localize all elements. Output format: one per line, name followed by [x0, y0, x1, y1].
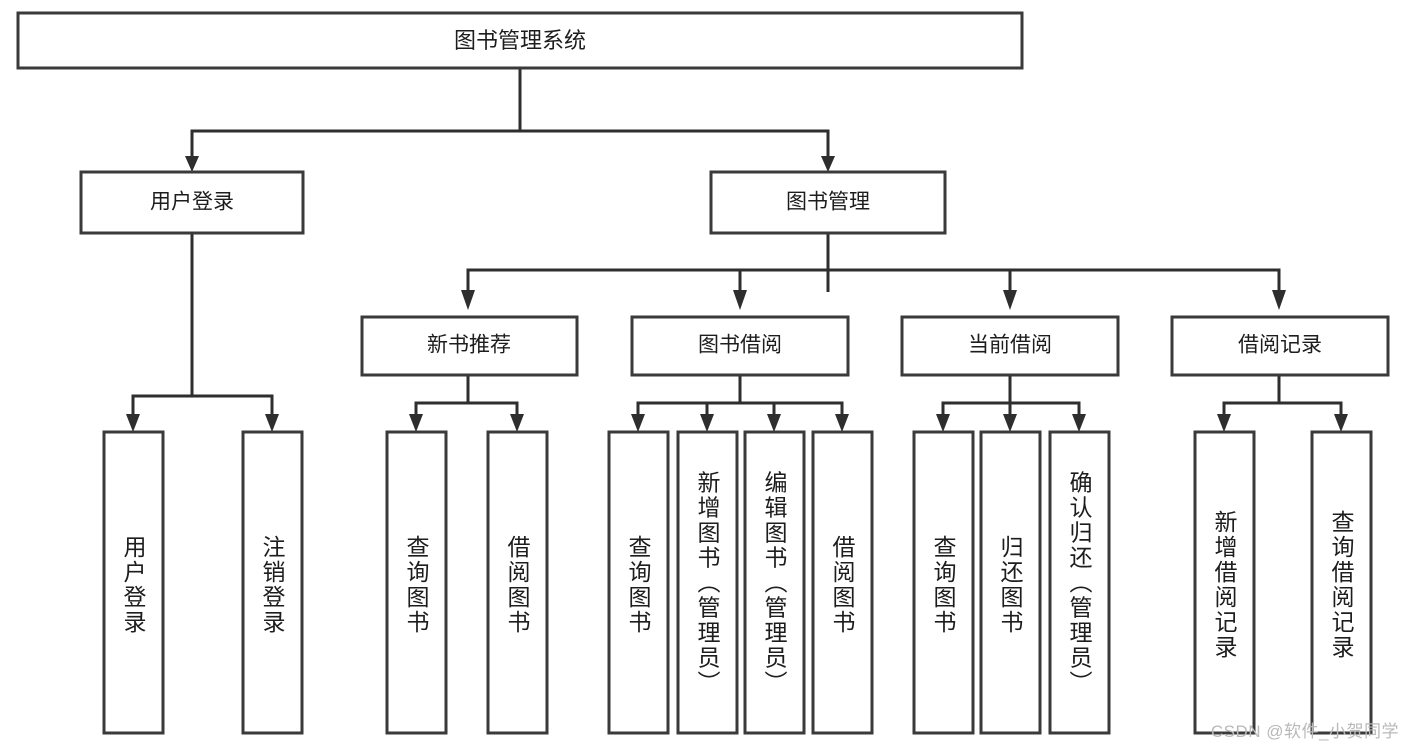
nodes-layer: 图书管理系统 用户登录 图书管理 新书推荐 图书借阅 当前借阅 借阅记录 [16, 11, 1390, 735]
node-leaf4-box[interactable] [486, 430, 549, 735]
node-current-box[interactable] [900, 315, 1120, 377]
node-bookmgmt[interactable]: 图书管理 [709, 170, 947, 235]
node-bookmgmt-box[interactable] [709, 170, 947, 235]
edge-borrow-to-leaf6 [705, 401, 740, 416]
node-records-box[interactable] [1170, 315, 1390, 377]
node-root-box[interactable] [16, 11, 1024, 70]
arrowhead-leaf3 [409, 414, 423, 432]
arrowhead-leaf4 [510, 414, 524, 432]
node-leaf9-label: 查询图书 [930, 535, 957, 635]
node-leaf8-box[interactable] [811, 430, 874, 735]
node-newbook-box[interactable] [360, 315, 579, 377]
arrowhead-leaf7 [767, 414, 781, 432]
arrowhead-leaf13 [1334, 414, 1348, 432]
edge-borrow-to-leaf5 [636, 375, 742, 416]
node-leaf1[interactable]: 用户登录 [102, 430, 165, 735]
node-leaf13-label: 查询借阅记录 [1328, 510, 1355, 660]
edges-layer [126, 68, 1348, 432]
node-leaf6[interactable]: 新增图书（管理员） [676, 430, 739, 735]
arrowhead-bookmgmt [821, 156, 835, 172]
node-login-box[interactable] [79, 170, 305, 235]
edge-current-to-leaf9 [941, 375, 1012, 416]
edge-bookmgmt-to-current [828, 268, 1012, 292]
arrowhead-records [1272, 290, 1286, 310]
edge-borrow-to-leaf8 [740, 401, 844, 416]
node-root[interactable]: 图书管理系统 [16, 11, 1024, 70]
node-current-label: 当前借阅 [968, 334, 1052, 357]
node-newbook[interactable]: 新书推荐 [360, 315, 579, 377]
node-leaf12[interactable]: 新增借阅记录 [1193, 430, 1256, 735]
arrowhead-leaf12 [1217, 414, 1231, 432]
node-leaf11-box[interactable] [1048, 430, 1111, 735]
node-bookmgmt-label: 图书管理 [786, 191, 870, 214]
node-leaf13[interactable]: 查询借阅记录 [1310, 430, 1373, 735]
node-leaf8-label: 借阅图书 [829, 535, 856, 635]
edge-login-to-leaf2 [192, 394, 274, 416]
node-leaf4[interactable]: 借阅图书 [486, 430, 549, 735]
arrowhead-leaf9 [936, 414, 950, 432]
node-leaf13-box[interactable] [1310, 430, 1373, 735]
node-leaf5[interactable]: 查询图书 [607, 430, 670, 735]
arrowhead-leaf1 [126, 414, 140, 432]
node-leaf3-box[interactable] [385, 430, 448, 735]
node-leaf3[interactable]: 查询图书 [385, 430, 448, 735]
arrowhead-leaf8 [835, 414, 849, 432]
node-leaf9[interactable]: 查询图书 [912, 430, 975, 735]
node-login[interactable]: 用户登录 [79, 170, 305, 235]
arrowhead-leaf5 [631, 414, 645, 432]
node-leaf10-label: 归还图书 [997, 535, 1024, 635]
node-login-label: 用户登录 [150, 191, 234, 214]
edge-newbook-to-leaf3 [414, 375, 470, 416]
edge-root-to-bookmgmt [520, 129, 830, 158]
node-leaf2-label: 注销登录 [259, 535, 286, 635]
node-leaf7-box[interactable] [743, 430, 806, 735]
node-leaf11-label: 确认归还（管理员） [1066, 471, 1093, 696]
node-leaf11[interactable]: 确认归还（管理员） [1048, 430, 1111, 735]
edge-login-to-leaf1 [131, 233, 194, 416]
node-root-label: 图书管理系统 [454, 28, 586, 53]
node-borrow-label: 图书借阅 [698, 334, 782, 357]
node-leaf7-label: 编辑图书（管理员） [761, 471, 788, 696]
node-leaf12-box[interactable] [1193, 430, 1256, 735]
node-leaf5-label: 查询图书 [625, 535, 652, 635]
node-newbook-label: 新书推荐 [427, 334, 511, 357]
node-records-label: 借阅记录 [1238, 334, 1322, 357]
node-leaf7[interactable]: 编辑图书（管理员） [743, 430, 806, 735]
edge-newbook-to-leaf4 [468, 401, 519, 416]
arrowhead-leaf2 [265, 414, 279, 432]
arrowhead-current [1003, 290, 1017, 310]
node-leaf4-label: 借阅图书 [504, 535, 531, 635]
node-current[interactable]: 当前借阅 [900, 315, 1120, 377]
arrowhead-leaf10 [1003, 414, 1017, 432]
node-leaf3-label: 查询图书 [403, 535, 430, 635]
node-leaf2-box[interactable] [241, 430, 304, 735]
node-leaf9-box[interactable] [912, 430, 975, 735]
node-leaf5-box[interactable] [607, 430, 670, 735]
arrowhead-leaf6 [700, 414, 714, 432]
edge-bookmgmt-to-records [828, 268, 1281, 292]
edge-records-to-leaf12 [1222, 375, 1281, 416]
node-leaf12-label: 新增借阅记录 [1211, 510, 1238, 660]
arrowhead-leaf11 [1072, 414, 1086, 432]
node-leaf1-box[interactable] [102, 430, 165, 735]
node-leaf10-box[interactable] [979, 430, 1042, 735]
edge-bookmgmt-to-newbook [466, 233, 830, 292]
arrowhead-newbook [461, 290, 475, 310]
arrowhead-borrow [733, 290, 747, 310]
arrowhead-login [185, 156, 199, 172]
node-leaf1-label: 用户登录 [120, 535, 147, 635]
node-leaf6-label: 新增图书（管理员） [694, 471, 721, 696]
edge-root-to-login [190, 68, 522, 158]
node-leaf2[interactable]: 注销登录 [241, 430, 304, 735]
node-leaf10[interactable]: 归还图书 [979, 430, 1042, 735]
node-leaf6-box[interactable] [676, 430, 739, 735]
node-leaf8[interactable]: 借阅图书 [811, 430, 874, 735]
node-borrow-box[interactable] [630, 315, 850, 377]
edge-current-to-leaf11 [1010, 401, 1081, 416]
node-borrow[interactable]: 图书借阅 [630, 315, 850, 377]
node-records[interactable]: 借阅记录 [1170, 315, 1390, 377]
edge-records-to-leaf13 [1279, 401, 1343, 416]
